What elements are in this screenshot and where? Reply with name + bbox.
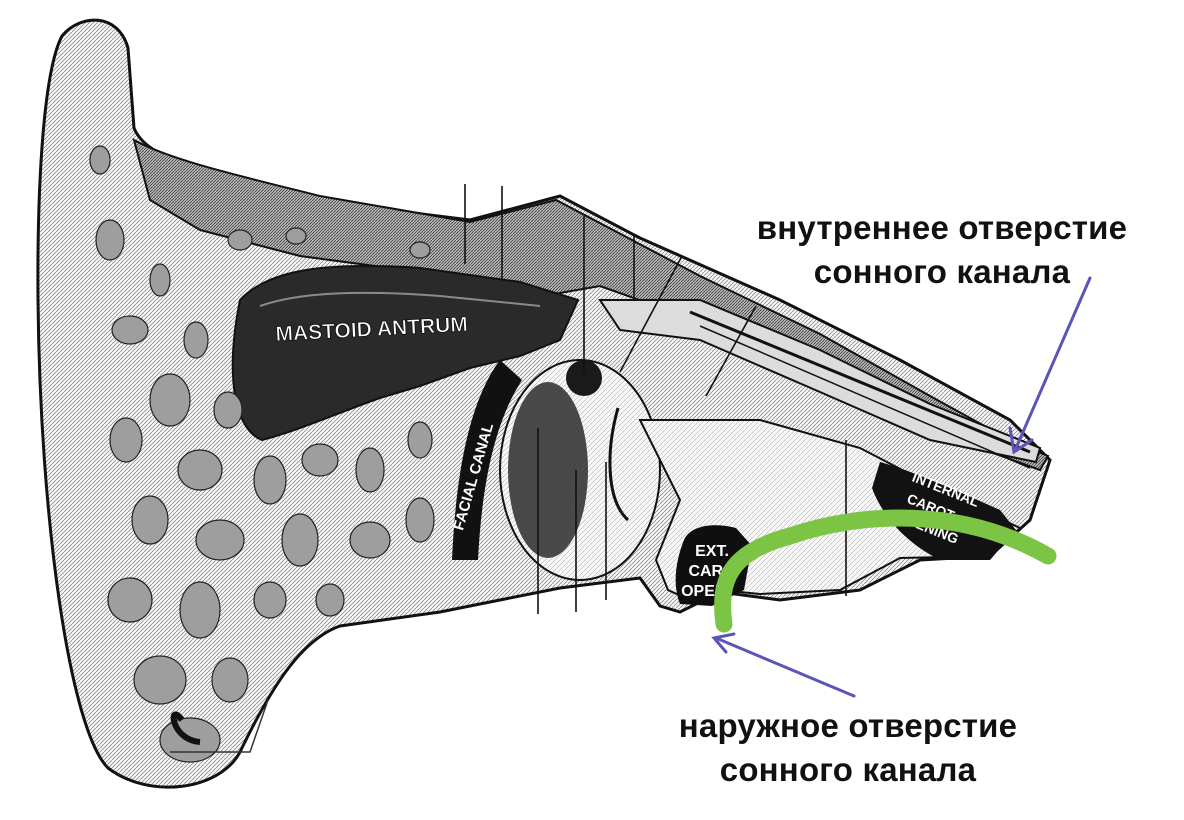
internal-opening-caption-line2: сонного канала <box>813 253 1071 290</box>
mastoid-air-cells <box>89 145 435 763</box>
ext-carotid-label-line1: EXT. <box>695 543 729 560</box>
mastoid-antrum-label: MASTOID ANTRUM <box>275 313 468 346</box>
pointer-lines <box>464 184 847 614</box>
ext-carotid-label-line2: CAR. <box>688 563 727 580</box>
carotid-canal-path <box>714 509 1057 633</box>
internal-opening-caption: внутреннее отверстие сонного канала <box>730 206 1154 294</box>
external-opening-caption-line2: сонного канала <box>719 751 977 788</box>
arrow-internal-opening <box>1008 276 1092 455</box>
petrous-ridge <box>598 299 1042 464</box>
facial-canal-band <box>452 360 522 560</box>
internal-opening-caption-line1: внутреннее отверстие <box>756 209 1128 246</box>
external-opening-caption: наружное отверстие сонного канала <box>648 704 1048 792</box>
external-opening-caption-line1: наружное отверстие <box>678 707 1018 744</box>
bone-upper-plate <box>132 137 1050 472</box>
arrow-external-opening <box>711 632 856 698</box>
